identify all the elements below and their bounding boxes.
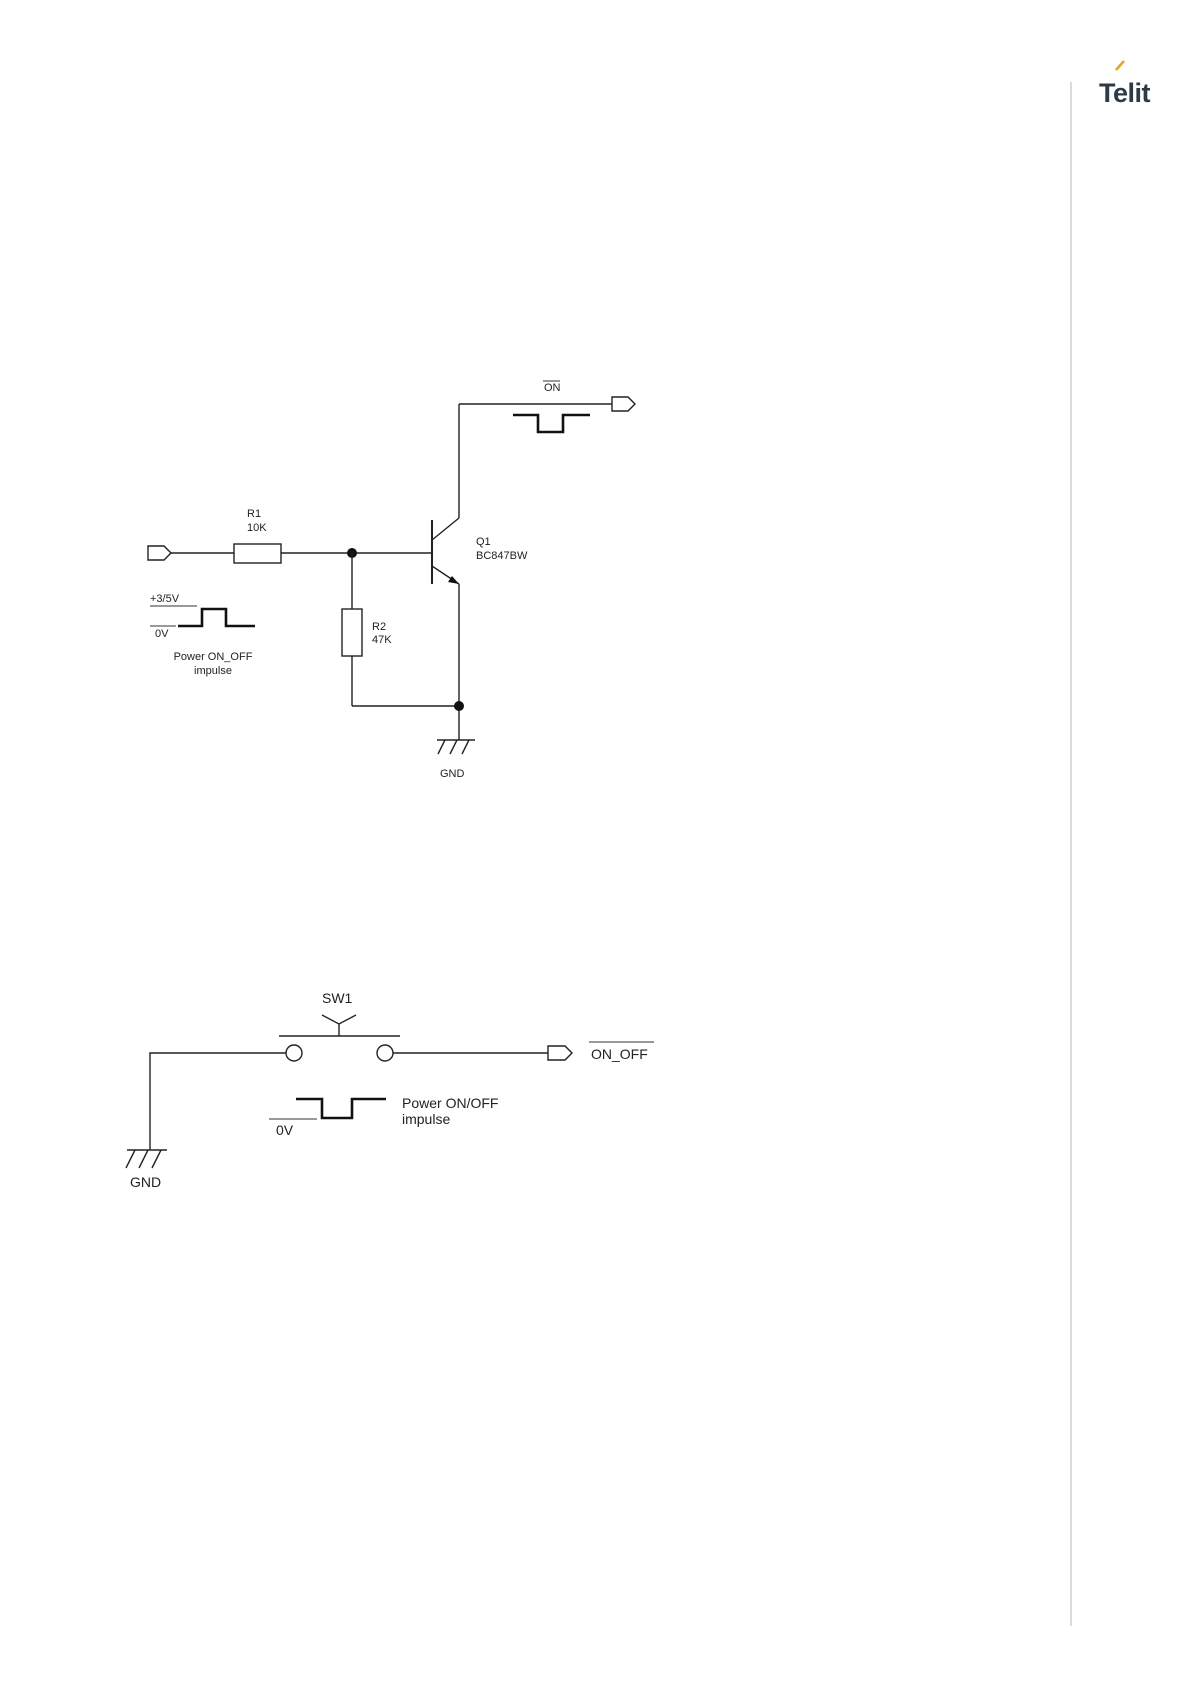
- telit-logo: Telit: [1099, 61, 1151, 108]
- r1-name: R1: [247, 508, 261, 520]
- resistor-r2: [342, 609, 362, 656]
- junction-node-ground: [454, 701, 464, 711]
- switch-output-label: ON_OFF: [591, 1046, 648, 1062]
- output-port: [612, 397, 635, 411]
- switch-label: SW1: [322, 990, 353, 1006]
- input-port: [148, 546, 171, 560]
- r2-value: 47K: [372, 634, 392, 646]
- switch-pulse-waveform: [296, 1099, 386, 1118]
- input-low-label: 0V: [155, 628, 169, 640]
- output-pulse-waveform: [513, 415, 590, 432]
- switch-pulse-label-line2: impulse: [402, 1111, 450, 1127]
- q1-name: Q1: [476, 536, 491, 548]
- resistor-r1: [234, 544, 281, 563]
- pulse-label-line1: Power ON_OFF: [174, 651, 253, 663]
- transistor-collector: [432, 518, 459, 540]
- transistor-circuit: R1 10K R2 47K Q1 BC847BW ON: [148, 381, 635, 780]
- logo-accent-mark: [1116, 61, 1124, 70]
- ground-icon: [126, 1150, 167, 1168]
- switch-pulse-label-line1: Power ON/OFF: [402, 1095, 498, 1111]
- switch-low-label: 0V: [276, 1122, 294, 1138]
- r2-name: R2: [372, 621, 386, 633]
- ground-wire: [150, 1053, 286, 1150]
- output-label: ON: [544, 382, 561, 394]
- input-high-label: +3/5V: [150, 593, 180, 605]
- pulse-label-line2: impulse: [194, 665, 232, 677]
- r1-value: 10K: [247, 522, 267, 534]
- gnd-label: GND: [440, 768, 465, 780]
- logo-text: Telit: [1099, 78, 1151, 108]
- input-pulse-waveform: [178, 609, 255, 626]
- q1-part: BC847BW: [476, 550, 528, 562]
- switch-circuit: SW1 ON_OFF GND 0V Power ON/OFF impulse: [126, 990, 654, 1190]
- switch-output-port: [548, 1046, 572, 1060]
- switch-contact-right: [377, 1045, 393, 1061]
- ground-icon: [437, 740, 475, 754]
- switch-actuator-icon: [322, 1015, 356, 1024]
- switch-gnd-label: GND: [130, 1174, 161, 1190]
- switch-contact-left: [286, 1045, 302, 1061]
